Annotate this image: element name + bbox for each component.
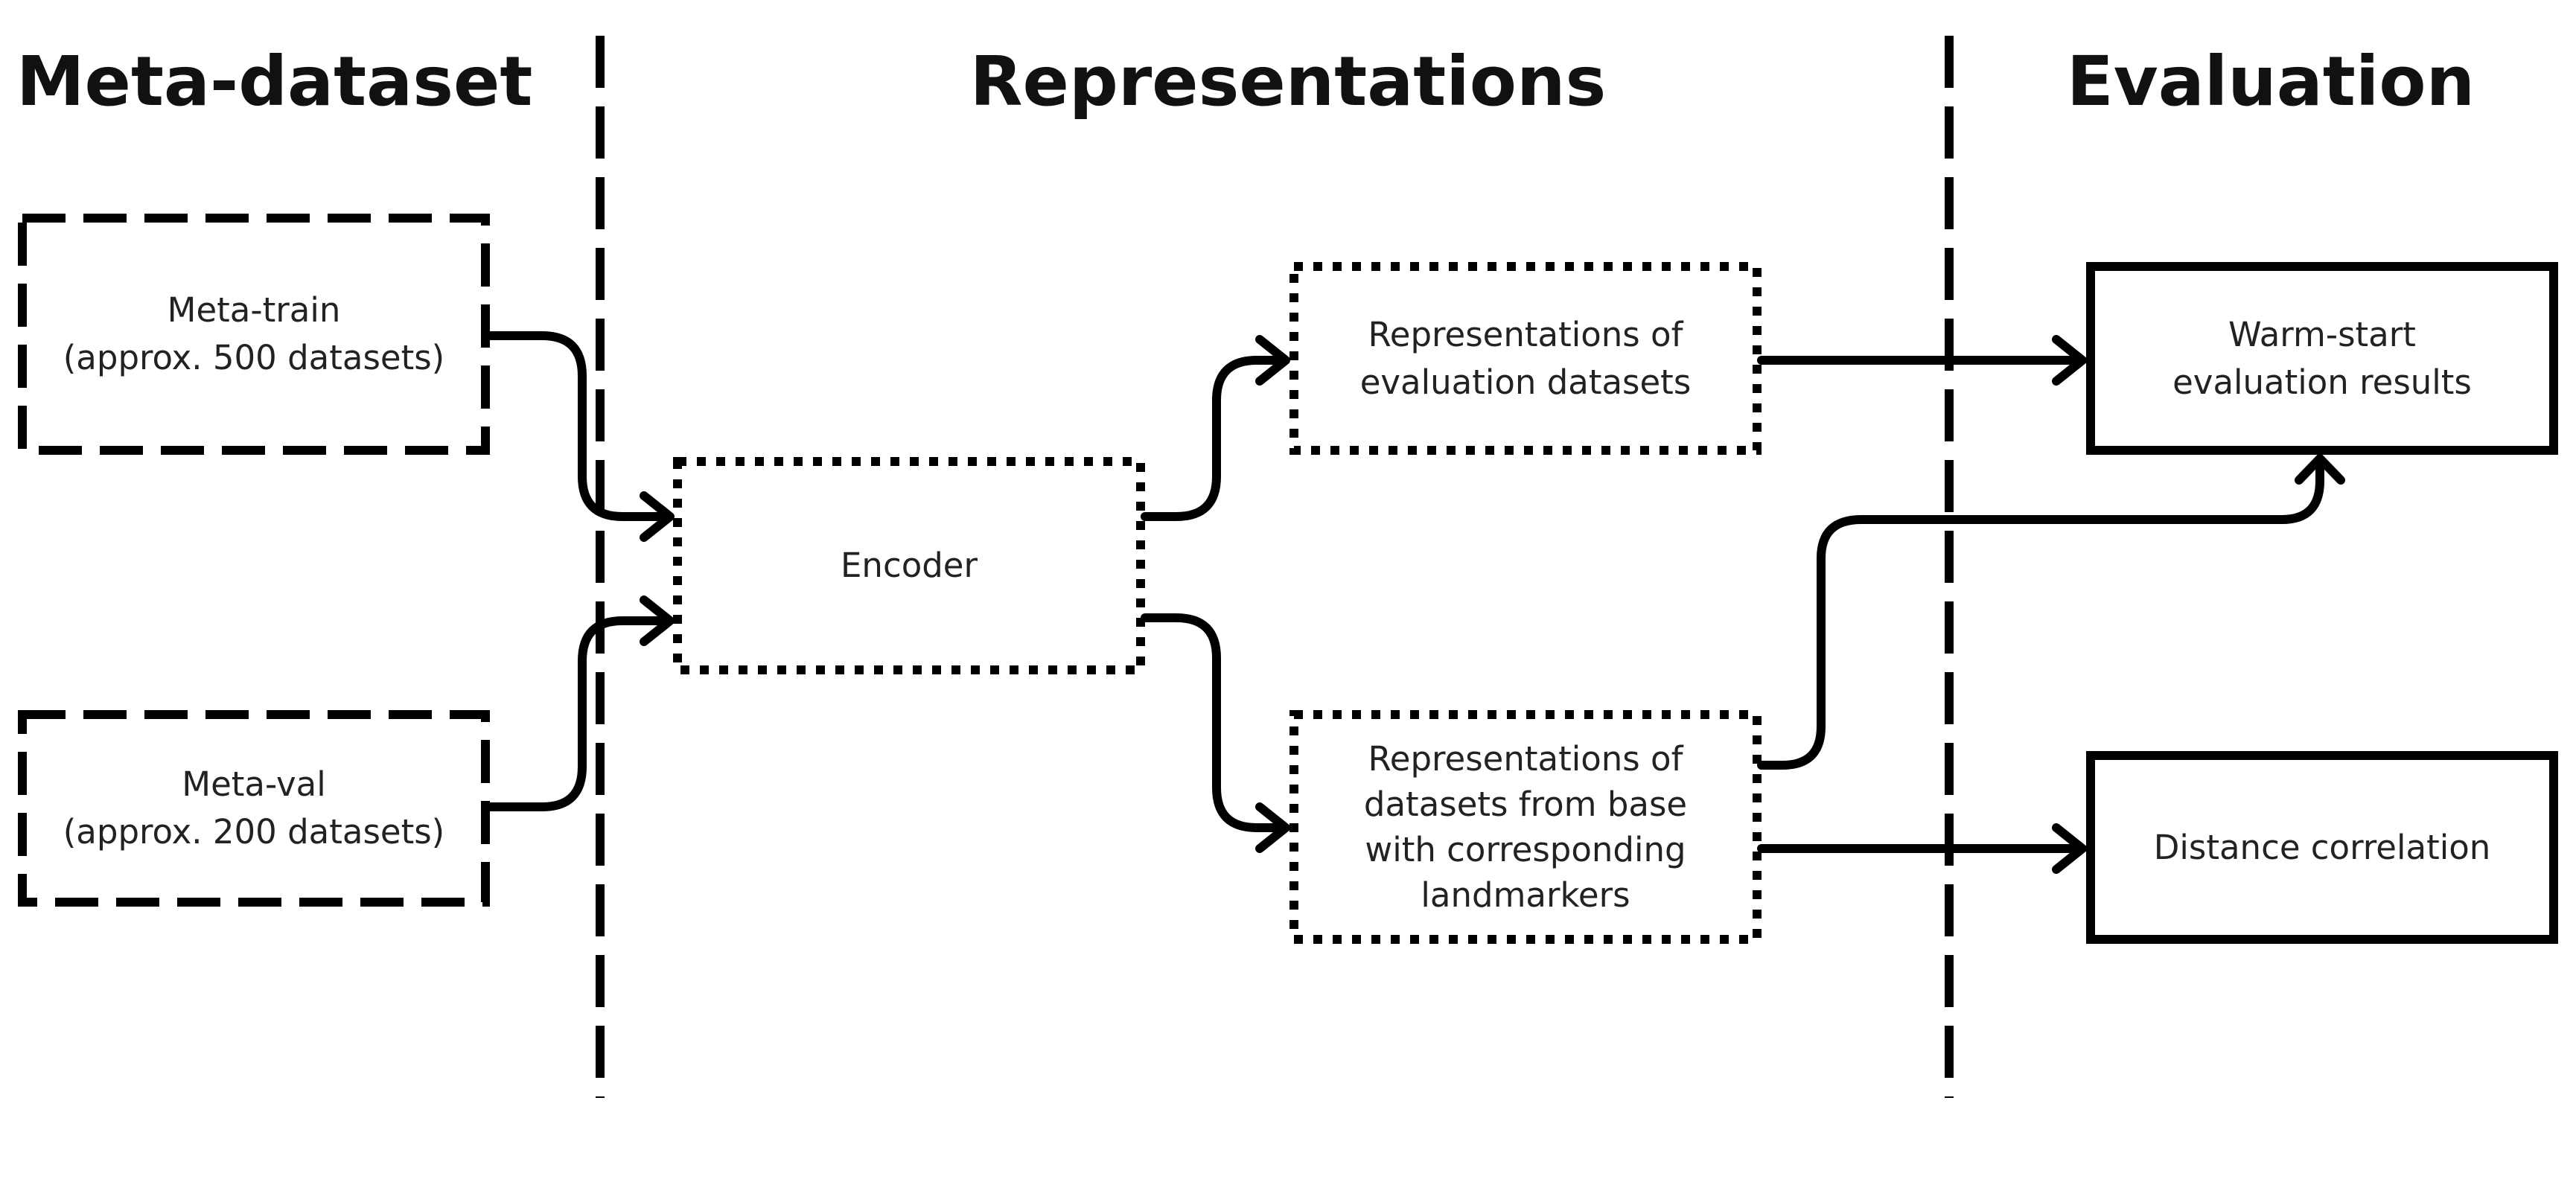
warm-start-label: Warm-start evaluation results [2095, 271, 2549, 446]
edge-meta-train-to-encoder [485, 331, 671, 521]
meta-train-subtitle: (approx. 500 datasets) [63, 338, 445, 377]
edge-encoder-to-repr-base [1141, 613, 1287, 832]
warm-start-box [2086, 262, 2558, 455]
repr-base-box [1289, 710, 1762, 944]
repr-base-line-1: Representations of [1368, 739, 1683, 779]
arrowhead-encoder-repr-base [1255, 802, 1290, 853]
section-title-representations: Representations [969, 42, 1607, 121]
arrowhead-meta-train-encoder [640, 491, 675, 542]
repr-eval-line-1: Representations of [1368, 314, 1683, 354]
arrowhead-encoder-repr-eval [1255, 335, 1290, 386]
encoder-label: Encoder [682, 466, 1136, 665]
arrowhead-repr-base-distance-correlation [2052, 823, 2087, 874]
repr-eval-line-2: evaluation datasets [1359, 362, 1692, 402]
edge-meta-val-to-encoder [485, 616, 671, 811]
section-title-evaluation: Evaluation [2066, 42, 2475, 121]
distance-correlation-box [2086, 751, 2558, 944]
meta-train-title: Meta-train [167, 290, 341, 330]
repr-eval-label: Representations of evaluation datasets [1298, 271, 1753, 446]
arrowhead-meta-val-encoder [640, 595, 675, 646]
distance-correlation-label: Distance correlation [2095, 760, 2549, 935]
repr-base-line-3: with corresponding [1365, 830, 1686, 869]
encoder-box [673, 457, 1145, 674]
edge-encoder-to-repr-eval [1141, 356, 1287, 521]
arrowhead-repr-base-warm-start [2295, 454, 2345, 485]
section-title-meta-dataset: Meta-dataset [16, 42, 533, 121]
meta-val-label: Meta-val (approx. 200 datasets) [27, 719, 481, 898]
repr-base-label: Representations of datasets from base wi… [1298, 719, 1753, 935]
warm-start-line-2: evaluation results [2172, 362, 2472, 402]
meta-val-subtitle: (approx. 200 datasets) [63, 812, 445, 852]
meta-val-box [18, 710, 490, 907]
repr-base-line-4: landmarkers [1421, 875, 1630, 915]
meta-val-title: Meta-val [182, 764, 326, 804]
distance-correlation-title: Distance correlation [2153, 827, 2491, 867]
meta-train-label: Meta-train (approx. 500 datasets) [27, 223, 481, 446]
edge-repr-base-to-warm-start [1757, 461, 2324, 770]
warm-start-line-1: Warm-start [2228, 314, 2416, 354]
repr-base-line-2: datasets from base [1363, 785, 1688, 824]
repr-eval-box [1289, 262, 1762, 455]
meta-train-box [18, 214, 490, 455]
arrowhead-repr-eval-warm-start [2052, 335, 2087, 386]
encoder-title: Encoder [841, 546, 978, 585]
